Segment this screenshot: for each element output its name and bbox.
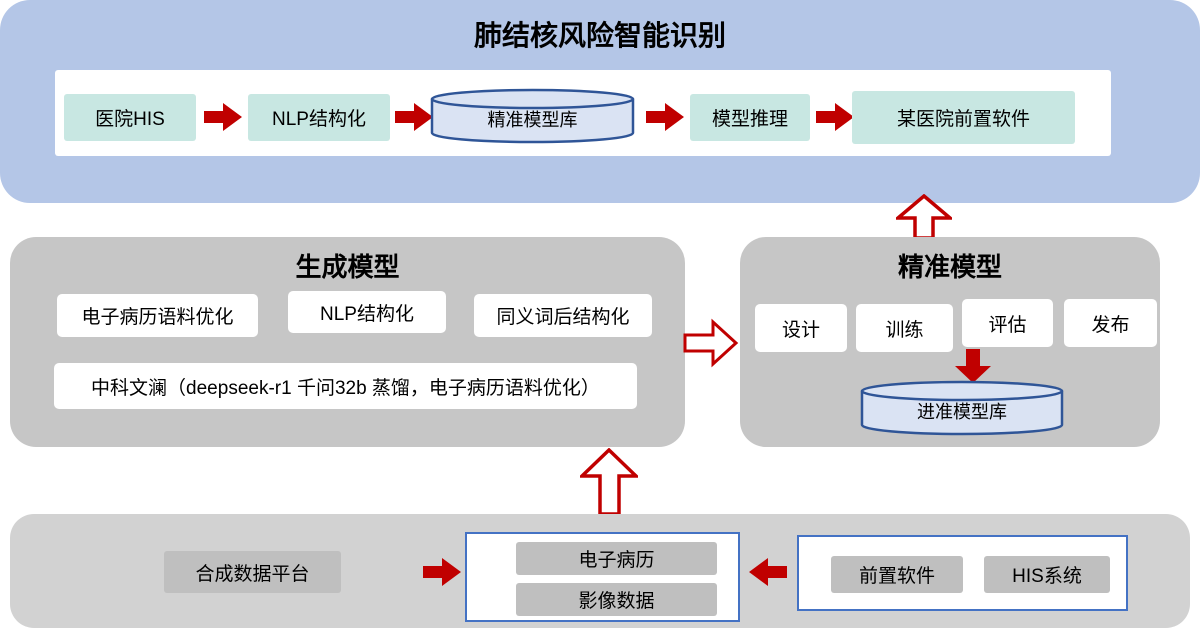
node-his-system: HIS系统 [984,556,1110,593]
cylinder-precise-model-db: 精准模型库 [428,87,637,145]
node-hospital-front-software: 某医院前置软件 [852,91,1075,144]
top-section-tb-risk-recognition: 肺结核风险智能识别 医院HIS NLP结构化 精准模型库 模型推理 某医院前置软… [0,0,1200,203]
cylinder-jinzhun-model-db-label: 进准模型库 [917,401,1007,422]
hospital-source-group-box: 前置软件 HIS系统 [797,535,1128,611]
node-hospital-his: 医院HIS [64,94,196,141]
precise-model-section: 精准模型 设计 训练 评估 发布 进准模型库 [740,237,1160,447]
step-evaluation: 评估 [962,299,1053,347]
generation-section-title: 生成模型 [295,252,400,282]
database-cylinder-icon [860,380,1064,436]
item-nlp-structuring: NLP结构化 [288,291,446,333]
arrow-db-to-inference-icon [646,102,684,132]
item-emr-corpus-optimization: 电子病历语料优化 [57,294,258,337]
step-design: 设计 [755,304,847,352]
hollow-arrow-data-to-generation-icon [577,447,641,516]
node-synthetic-data-platform: 合成数据平台 [164,551,341,593]
database-cylinder-icon [430,88,635,144]
arrow-his-to-nlp-icon [204,102,242,132]
hollow-arrow-generation-to-precise-icon [683,318,739,368]
step-training: 训练 [856,304,953,352]
hollow-arrow-precise-to-top-icon [893,193,955,240]
precise-section-title: 精准模型 [897,252,1002,282]
bottom-data-section: 合成数据平台 电子病历 影像数据 前置软件 HIS系统 [10,514,1190,628]
node-front-software: 前置软件 [831,556,963,593]
node-imaging-data: 影像数据 [516,583,717,616]
arrow-platform-to-emr-icon [423,557,461,587]
generation-model-section: 生成模型 电子病历语料优化 NLP结构化 同义词后结构化 中科文澜（deepse… [10,237,685,447]
node-nlp-structuring: NLP结构化 [248,94,390,141]
emr-imaging-group-box: 电子病历 影像数据 [465,532,740,622]
node-model-inference: 模型推理 [690,94,810,141]
cylinder-precise-model-db-label: 精准模型库 [487,109,578,130]
arrow-nlp-to-db-icon [395,102,433,132]
arrow-evaluation-to-db-icon [955,349,991,383]
item-synonym-post-structuring: 同义词后结构化 [474,294,652,337]
cylinder-jinzhun-model-db: 进准模型库 [858,379,1066,437]
node-emr: 电子病历 [516,542,717,575]
top-section-title: 肺结核风险智能识别 [473,20,726,51]
arrow-inference-to-software-icon [816,102,854,132]
arrow-hospital-to-emr-icon [749,557,787,587]
item-zhongke-wenlan: 中科文澜（deepseek-r1 千问32b 蒸馏，电子病历语料优化） [54,363,637,409]
step-release: 发布 [1064,299,1157,347]
